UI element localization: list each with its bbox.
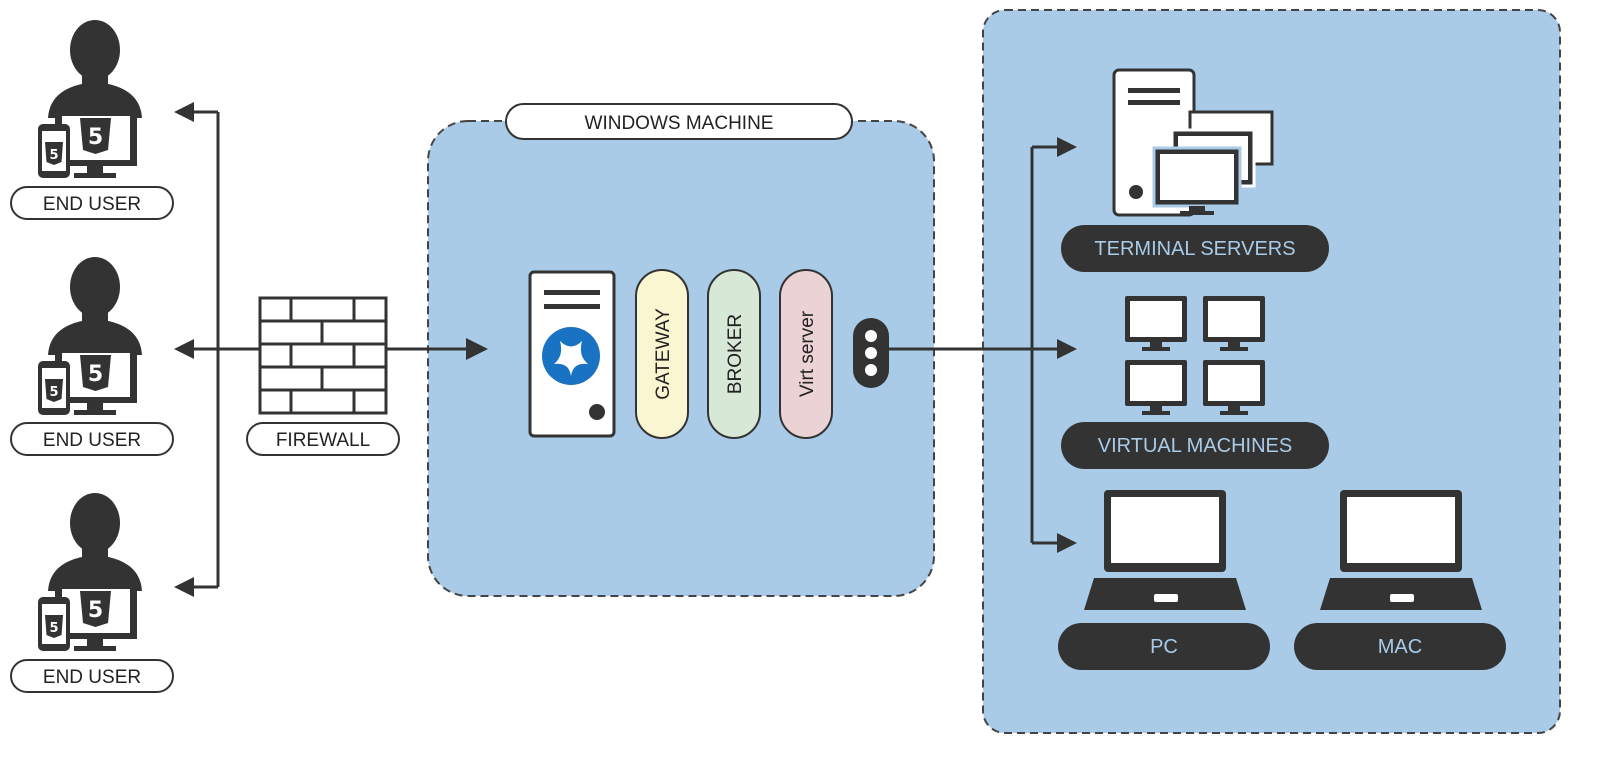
user-1-arrowhead — [174, 102, 194, 122]
end-user-label: END USER — [43, 430, 141, 451]
terminal-servers-icon — [1112, 68, 1274, 217]
firewall-label: FIREWALL — [276, 430, 370, 451]
virtual-machines: VIRTUAL MACHINES — [1061, 296, 1329, 469]
firewall: FIREWALL — [246, 296, 400, 456]
server-tower — [528, 270, 616, 438]
pc-mac-arrowhead — [1057, 533, 1077, 553]
user-3-arrowhead — [174, 577, 194, 597]
product-logo-icon — [542, 327, 600, 385]
user-2-arrowhead — [174, 339, 194, 359]
end-user-1: END USER — [10, 20, 174, 220]
server-power-dot — [589, 404, 605, 420]
mac-label-pill — [1294, 623, 1506, 670]
service-broker-label: BROKER — [725, 314, 746, 394]
firewall-label-pill — [246, 422, 400, 456]
service-broker-pill — [707, 269, 761, 439]
end-user-label: END USER — [43, 194, 141, 215]
terminal-servers-label: TERMINAL SERVERS — [1094, 238, 1295, 260]
pc-label: PC — [1150, 636, 1178, 658]
firewall-to-server-arrowhead — [466, 338, 488, 360]
windows-machine-label-pill — [505, 103, 853, 140]
end-user-icon — [38, 493, 142, 651]
end-user-label-pill — [10, 422, 174, 456]
service-gateway-pill — [635, 269, 689, 439]
mac: MAC — [1294, 490, 1506, 670]
end-user-icon — [38, 257, 142, 415]
user-connectors — [174, 102, 262, 597]
windows-machine-label: WINDOWS MACHINE — [585, 113, 774, 134]
service-virt-server-pill — [779, 269, 833, 439]
end-user-2: END USER — [10, 257, 174, 456]
connector-plug-icon — [853, 318, 889, 388]
terminal-servers-label-pill — [1061, 225, 1329, 272]
service-virt-server-label: Virt server — [797, 310, 818, 397]
end-user-label: END USER — [43, 667, 141, 688]
server-slot — [544, 290, 600, 295]
end-user-label-pill — [10, 186, 174, 220]
terminal-servers-arrowhead — [1057, 137, 1077, 157]
server-slot — [544, 304, 600, 309]
service-gateway-label: GATEWAY — [653, 308, 674, 400]
mac-label: MAC — [1378, 636, 1422, 658]
end-user-3: END USER — [10, 493, 174, 693]
end-user-icon — [38, 20, 142, 178]
service-virt-server: Virt server — [779, 269, 833, 439]
mac-laptop-icon — [1320, 490, 1482, 610]
pc-label-pill — [1058, 623, 1270, 670]
service-broker: BROKER — [707, 269, 761, 439]
terminal-servers: TERMINAL SERVERS — [1061, 68, 1329, 272]
firewall-icon — [258, 296, 388, 415]
target-connectors — [889, 137, 1077, 553]
virtual-machines-arrowhead — [1057, 339, 1077, 359]
service-gateway: GATEWAY — [635, 269, 689, 439]
virtual-machines-label-pill — [1061, 422, 1329, 469]
pc: PC — [1058, 490, 1270, 670]
virtual-machines-label: VIRTUAL MACHINES — [1098, 435, 1292, 457]
pc-laptop-icon — [1084, 490, 1246, 610]
end-user-label-pill — [10, 659, 174, 693]
